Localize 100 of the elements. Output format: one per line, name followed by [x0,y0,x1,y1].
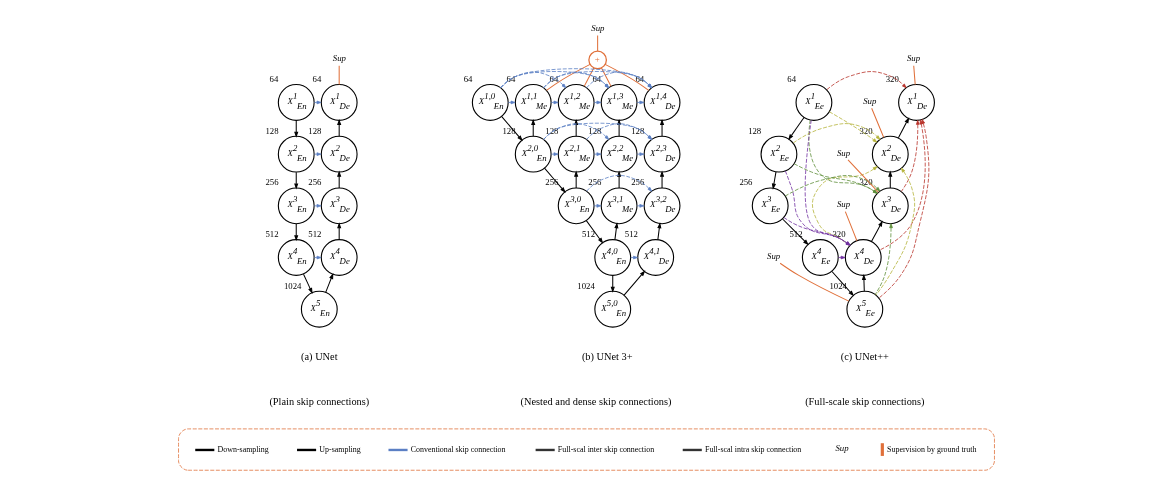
node-label: 256 [630,177,644,188]
arrow [781,218,809,246]
arrow [771,171,776,190]
arrow [313,152,321,156]
legend-label: Conventional skip connection [410,444,506,454]
arrow [636,152,644,156]
node-label: 512 [307,229,321,240]
label: Sup [834,443,849,453]
node-label: 64 [591,74,601,85]
arrow [507,100,515,105]
node-text: Sup [590,23,604,34]
node-label: 1024 [576,280,595,291]
node-label: 512 [581,229,595,240]
node-label: 256 [738,177,752,188]
node-label: 512 [264,229,279,240]
connector [870,107,884,138]
arrow [636,204,644,208]
arrow [861,274,866,292]
arrow [878,119,926,251]
node-label: 128 [747,125,761,136]
arrow [542,71,652,89]
arrow [784,175,880,197]
arrow [793,163,878,194]
arrow [897,117,909,139]
node-label: 64 [786,74,796,85]
connector [600,67,611,87]
arrow [585,123,652,140]
arrow [828,111,877,143]
label: (Nested and dense skip connections) [520,395,671,407]
node-label: 256 [587,177,601,188]
arrow [610,275,615,293]
arrow [302,273,313,294]
node-label: 320 [831,229,846,240]
arrow [811,166,878,247]
node-label: 128 [630,125,644,136]
arrow [313,100,321,105]
arrow [543,167,566,193]
arrow [593,100,601,105]
arrow [870,220,883,243]
arrow [787,116,805,141]
arrow [783,217,850,246]
arrow [585,174,652,192]
arrow [878,119,929,299]
arrow [659,170,664,189]
arrow [807,119,878,194]
node-text: Sup [836,147,850,158]
node-label: 64 [506,74,515,85]
legend-label: Supervision by ground truth [886,444,976,454]
node-label: 128 [587,125,601,136]
arrow [585,220,603,244]
arrow [784,170,850,246]
node-text: Sup [906,53,920,64]
node-label: 256 [544,177,558,188]
node-label: 256 [264,177,279,188]
connector [545,63,591,91]
node-text: Sup [766,250,780,261]
label: (c) UNet++ [840,351,889,363]
arrow [593,204,601,208]
arrow [874,223,893,295]
arrow [293,223,298,242]
arrow [585,71,652,89]
node-label: 320 [885,74,899,85]
node-label: 64 [269,74,278,85]
legend-label: Up-sampling [318,444,361,454]
arrow [623,270,645,296]
connector [583,67,594,87]
arrow [293,119,298,138]
legend-label: Full-scal intra skip connection [704,444,801,454]
arrow [499,68,652,89]
arrow [336,118,341,137]
node-label: 128 [544,125,558,136]
node-box [177,428,995,471]
node-label: 64 [312,74,321,85]
node-label: 512 [624,229,638,240]
connector [912,65,916,86]
arrow [293,171,298,190]
legend-label: Down-sampling [217,444,269,454]
label: (Plain skip connections) [268,395,369,407]
node-label: 128 [264,125,279,136]
arrow [336,170,341,189]
arrow [887,170,892,189]
label: (a) UNet [300,351,338,363]
arrow [313,255,321,260]
arrow [875,167,915,296]
arrow [313,204,321,208]
arrow [804,119,850,246]
arrow [900,119,920,192]
connector [338,65,340,86]
node-text: Sup [332,53,346,64]
arrow [636,100,644,105]
connector [779,262,849,302]
arrow [550,100,558,105]
arrow [616,170,621,189]
connector [847,159,879,193]
arrow [542,122,652,140]
node-label: 128 [501,125,516,136]
node-label: 64 [634,74,644,85]
arrow [659,118,664,137]
legend-label: Full-scal inter skip connection [557,444,654,454]
label: (b) UNet 3+ [581,351,632,363]
